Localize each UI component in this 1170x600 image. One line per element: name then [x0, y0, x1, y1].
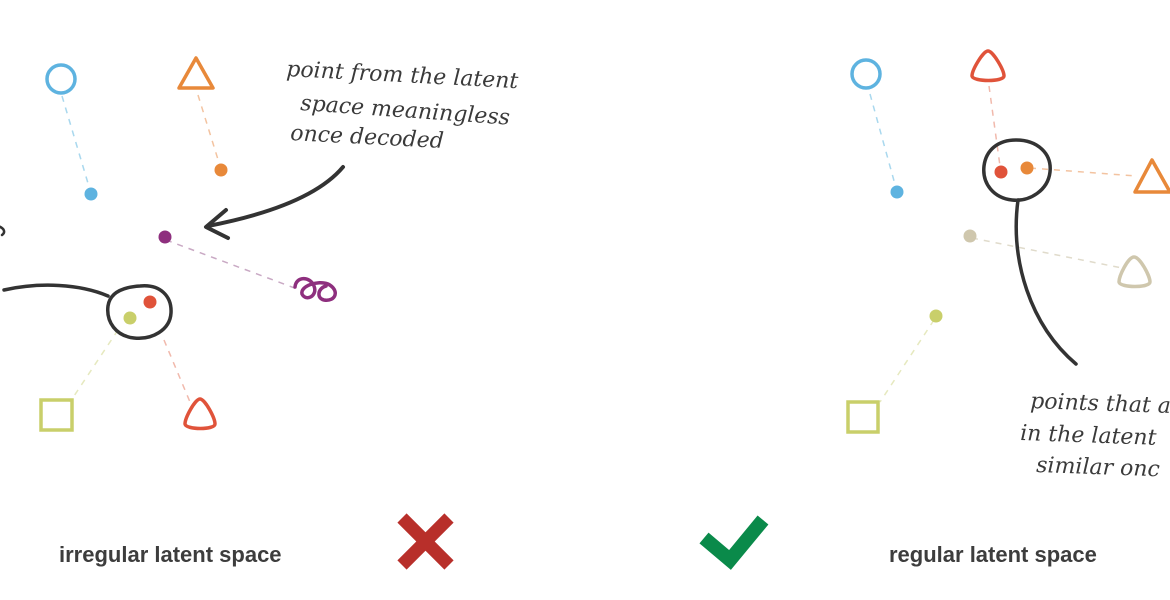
connector-orange [1029, 167, 1137, 177]
purple-squiggle-shape [293, 276, 337, 302]
olive-point [929, 309, 943, 323]
right-caption: regular latent space [889, 542, 1097, 567]
cross-icon [397, 513, 454, 570]
olive-point [123, 311, 137, 325]
red-triangle-shape [970, 49, 1006, 83]
annotation-line-3: once decoded [290, 121, 445, 154]
red-triangle-shape [183, 397, 217, 431]
red-point [143, 295, 157, 309]
orange-triangle-shape [177, 56, 215, 90]
annotation-line-2: in the latent [1020, 421, 1157, 451]
annotation-arrow [206, 165, 345, 228]
left-caption: irregular latent space [59, 542, 282, 567]
connector-olive [69, 329, 119, 403]
connector-blue [61, 95, 91, 191]
cluster-circle [106, 284, 173, 340]
left-panel: point from the latent space meaningless … [0, 56, 519, 570]
cluster-circle [982, 138, 1052, 202]
red-point [994, 165, 1008, 179]
beige-triangle-shape [1117, 255, 1152, 289]
orange-point [214, 163, 228, 177]
annotation-line-3: similar onc [1036, 453, 1160, 482]
cluster-pointer-line [1014, 198, 1078, 366]
cluster-pointer-line [2, 283, 110, 298]
blue-point [84, 187, 98, 201]
connector-orange [197, 94, 221, 167]
connector-purple [165, 239, 301, 291]
olive-square-shape [846, 400, 880, 434]
purple-point [158, 230, 172, 244]
beige-point [963, 229, 977, 243]
olive-square-shape [39, 398, 74, 432]
blue-circle-shape [850, 58, 882, 90]
connector-olive [879, 319, 935, 403]
orange-triangle-shape [1133, 158, 1170, 194]
annotation-line-1: point from the latent [286, 57, 519, 94]
orange-point [1020, 161, 1034, 175]
connector-blue [869, 93, 897, 189]
blue-circle-shape [45, 63, 77, 95]
annotation-line-1: points that a [1030, 389, 1170, 419]
right-panel: points that a in the latent similar onc … [699, 49, 1170, 570]
arrow-head [204, 208, 230, 240]
connector-red [988, 85, 1001, 167]
connector-red [163, 339, 191, 403]
connector-beige [971, 237, 1123, 269]
blue-point [890, 185, 904, 199]
check-icon [699, 515, 769, 570]
cut-off-text-fragment [0, 225, 6, 237]
